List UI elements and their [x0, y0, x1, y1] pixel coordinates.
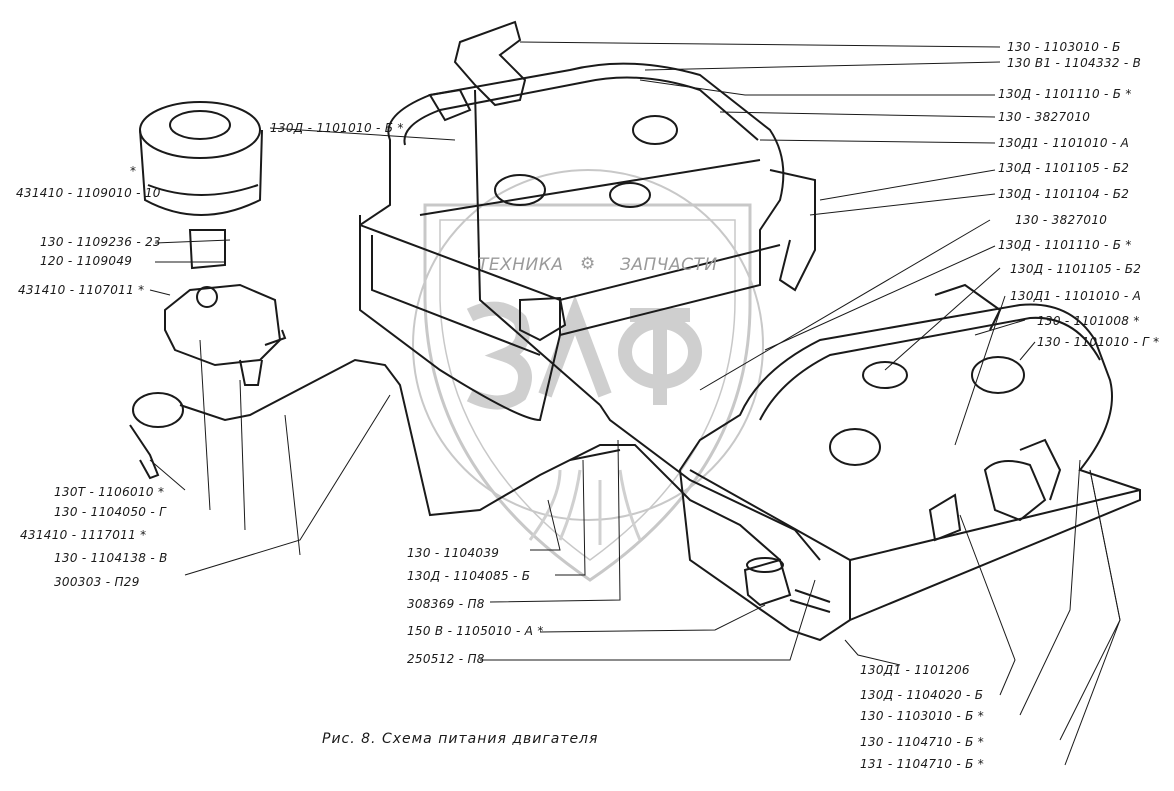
carburetor [164, 283, 282, 386]
part-label: 130Д1 - 1101010 - А [1010, 289, 1142, 303]
fuel-lines [179, 329, 821, 561]
part-label: 308369 - П8 [407, 597, 485, 611]
part-label: 130 - 1101008 * [1037, 314, 1140, 328]
part-label: 431410 - 1117011 * [20, 528, 147, 542]
gear-icon: ⚙ [580, 254, 596, 274]
air-cleaner [139, 101, 263, 270]
part-label: 431410 - 1107011 * [18, 283, 145, 297]
watermark-shield [412, 169, 764, 582]
watermark-wheat [528, 469, 642, 545]
fuel-filter [743, 557, 792, 607]
watermark-text-left: ТЕХНИКА [478, 255, 564, 275]
watermark-text-right: ЗАПЧАСТИ [620, 255, 718, 275]
part-label: 130Д - 1104085 - Б [407, 569, 531, 583]
figure-caption: Рис. 8. Схема питания двигателя [322, 731, 599, 747]
part-label: 130 - 1109236 - 23 [40, 235, 161, 249]
leader-lines [149, 41, 1121, 766]
part-label: 130Д - 1101110 - Б * [998, 238, 1132, 252]
part-label: 130 - 1103010 - Б * [860, 709, 985, 723]
fuel-pump [129, 392, 184, 480]
part-label: 130Д - 1101010 - Б * [270, 121, 404, 135]
part-label: 431410 - 1109010 - 10 [16, 186, 161, 200]
part-label: 130 - 1101010 - Г * [1037, 335, 1160, 349]
part-label: 130Д1 - 1101010 - А [998, 136, 1130, 150]
part-label: 120 - 1109049 [40, 254, 133, 268]
part-label: 150 В - 1105010 - А * [407, 624, 544, 638]
part-label: 130 - 1104710 - Б * [860, 735, 985, 749]
part-label: 130 В1 - 1104332 - В [1007, 56, 1142, 70]
part-label: 250512 - П8 [407, 652, 485, 666]
part-label: 130 - 1104039 [407, 546, 500, 560]
part-label: 300303 - П29 [54, 575, 140, 589]
part-label: 130Д - 1101110 - Б * [998, 87, 1132, 101]
part-label: 130 - 1104050 - Г [54, 505, 167, 519]
part-label: 130Д - 1104020 - Б [860, 688, 984, 702]
part-label: 130Д1 - 1101206 [860, 663, 970, 677]
part-label: 130 - 1104138 - В [54, 551, 168, 565]
part-label: 131 - 1104710 - Б * [860, 757, 985, 771]
part-label: 130Д - 1101104 - Б2 [998, 187, 1130, 201]
part-label: 130 - 3827010 [1015, 213, 1108, 227]
part-label: 130Т - 1106010 * [54, 485, 165, 499]
lower-fuel-tank [678, 283, 1141, 642]
part-label: 130 - 1103010 - Б [1007, 40, 1121, 54]
upper-filler-neck [428, 20, 601, 406]
part-label: 130 - 3827010 [998, 110, 1091, 124]
part-label: 130Д - 1101105 - Б2 [1010, 262, 1142, 276]
part-label-star: * [130, 164, 137, 178]
part-label: 130Д - 1101105 - Б2 [998, 161, 1130, 175]
